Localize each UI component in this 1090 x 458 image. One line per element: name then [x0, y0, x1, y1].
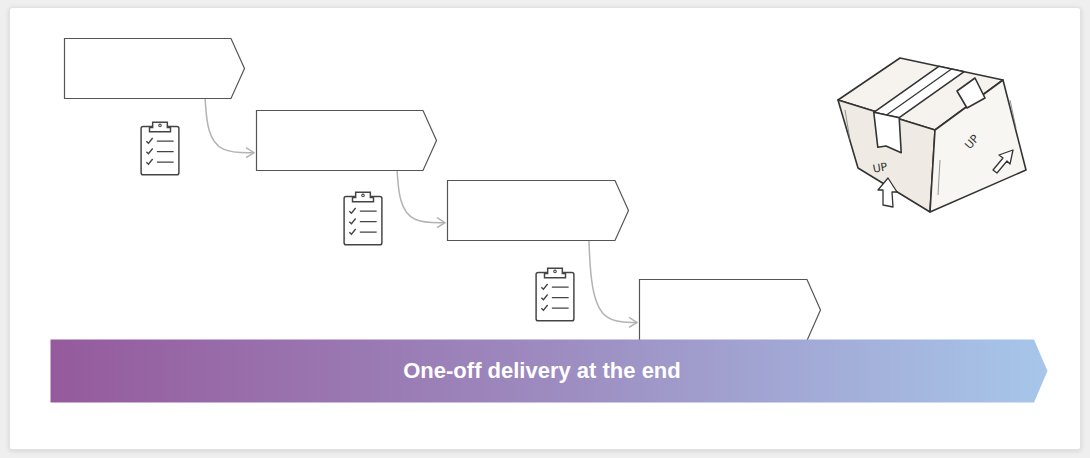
- parcel-illustration: [838, 58, 1026, 212]
- parcel-tape-flap: [874, 112, 901, 152]
- node-text-area: [447, 180, 629, 241]
- node-outline: [256, 110, 437, 171]
- parcel-left-face: [838, 100, 935, 212]
- node-shape: [640, 280, 821, 341]
- process-box: [256, 110, 437, 171]
- process-box: [639, 279, 821, 341]
- banner-band: One-off delivery at the end: [50, 339, 1048, 403]
- node-text-area: [639, 279, 821, 341]
- node-shape: [257, 111, 437, 171]
- checklist-icon: [141, 122, 179, 175]
- node-shape: [448, 181, 629, 241]
- parcel-seam: [887, 69, 952, 115]
- node-text-area: [256, 110, 437, 171]
- process-box: [447, 180, 629, 241]
- node-outline: [64, 38, 245, 99]
- node-outline: [639, 279, 821, 341]
- node-text-area: One-off delivery at the end: [50, 339, 1048, 403]
- parcel-up-arrow: [993, 150, 1013, 173]
- node-text: One-off delivery at the end: [403, 358, 681, 384]
- process-box: [64, 38, 245, 99]
- node-outline: [447, 180, 629, 241]
- parcel-shading: [845, 100, 1016, 195]
- checklist-icon: [344, 192, 382, 245]
- flow-arrow: [205, 99, 254, 153]
- flow-arrow: [589, 241, 637, 322]
- parcel-marking: UP: [872, 160, 889, 175]
- node-shape: [65, 39, 245, 99]
- node-shape: [51, 340, 1048, 403]
- flow-arrow: [397, 171, 445, 223]
- parcel-up-arrow: [878, 178, 897, 207]
- parcel-marking: UP: [962, 132, 981, 152]
- parcel-tape: [874, 66, 964, 117]
- parcel-tape-flap: [957, 78, 985, 108]
- node-text-area: [64, 38, 245, 99]
- checklist-icon: [536, 268, 574, 321]
